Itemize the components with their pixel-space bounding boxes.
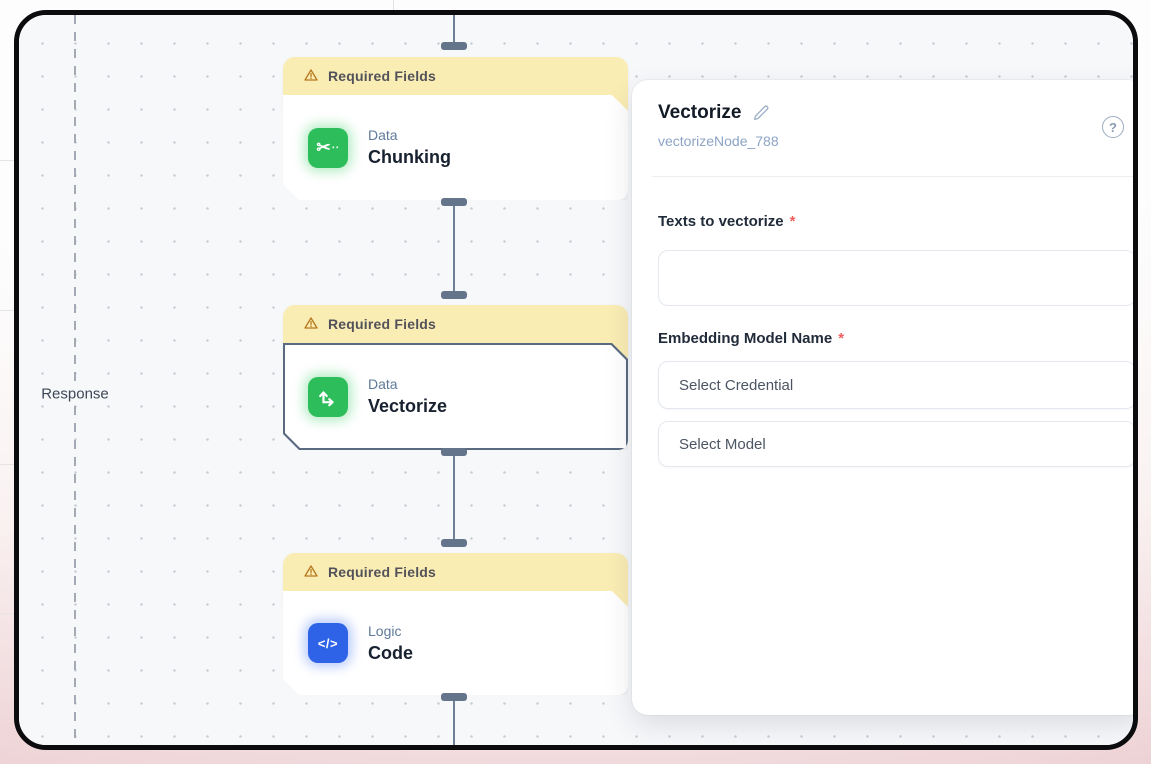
edit-pencil-icon[interactable] bbox=[752, 104, 770, 122]
node-vectorize[interactable]: Required Fields Data Vectorize bbox=[283, 305, 628, 450]
port-code-output[interactable] bbox=[441, 693, 467, 701]
banner-label: Required Fields bbox=[328, 564, 437, 580]
background-grid-line bbox=[393, 0, 394, 11]
node-title: Code bbox=[368, 642, 413, 663]
node-title: Chunking bbox=[368, 147, 451, 167]
node-card[interactable]: </> Logic Code bbox=[283, 591, 628, 695]
warning-triangle-icon bbox=[304, 565, 318, 577]
required-asterisk: * bbox=[838, 330, 845, 347]
node-code[interactable]: Required Fields </> Logic Code bbox=[283, 553, 628, 695]
port-vectorize-output[interactable] bbox=[441, 448, 467, 456]
response-guide-dashed-line bbox=[74, 15, 76, 745]
workflow-canvas[interactable]: Response Required Fields ✂∙∙ Data bbox=[19, 15, 1133, 745]
node-category: Logic bbox=[368, 622, 402, 639]
port-chunking-input[interactable] bbox=[441, 42, 467, 50]
panel-title: Vectorize bbox=[658, 102, 742, 123]
node-card[interactable]: ✂∙∙ Data Chunking bbox=[283, 95, 628, 200]
help-icon[interactable]: ? bbox=[1102, 116, 1124, 138]
node-category: Data bbox=[368, 127, 398, 143]
response-label: Response bbox=[36, 383, 114, 405]
port-chunking-output[interactable] bbox=[441, 198, 467, 206]
banner-label: Required Fields bbox=[328, 68, 437, 84]
code-brackets-icon: </> bbox=[308, 623, 348, 663]
app-frame: Response Required Fields ✂∙∙ Data bbox=[14, 10, 1138, 750]
edge-top-to-chunking bbox=[453, 15, 455, 44]
required-asterisk: * bbox=[789, 213, 796, 230]
vector-axes-icon bbox=[308, 377, 348, 417]
edge-vectorize-to-code bbox=[453, 453, 455, 542]
node-config-panel: Vectorize vectorizeNode_788 ? Texts to v… bbox=[632, 80, 1133, 715]
node-card-selected[interactable]: Data Vectorize bbox=[283, 343, 628, 450]
edge-chunking-to-vectorize bbox=[453, 202, 455, 294]
warning-triangle-icon bbox=[304, 69, 318, 81]
node-id-label: vectorizeNode_788 bbox=[658, 133, 779, 149]
port-vectorize-input[interactable] bbox=[441, 291, 467, 299]
background-grid-line bbox=[0, 613, 16, 614]
embedding-model-name-label: Embedding Model Name* bbox=[658, 330, 845, 347]
texts-to-vectorize-label: Texts to vectorize* bbox=[658, 213, 796, 230]
background-grid-line bbox=[0, 464, 16, 465]
credential-select[interactable]: Select Credential bbox=[658, 361, 1133, 409]
edge-code-to-bottom bbox=[453, 698, 455, 745]
model-select[interactable]: Select Model bbox=[658, 421, 1133, 467]
warning-triangle-icon bbox=[304, 317, 318, 329]
divider bbox=[652, 176, 1133, 177]
background-grid-line bbox=[0, 310, 16, 311]
node-chunking[interactable]: Required Fields ✂∙∙ Data Chunking bbox=[283, 57, 628, 200]
scissors-chunking-icon: ✂∙∙ bbox=[308, 128, 348, 168]
node-category: Data bbox=[368, 376, 398, 392]
node-title: Vectorize bbox=[368, 396, 448, 416]
background-grid-line bbox=[0, 160, 16, 161]
port-code-input[interactable] bbox=[441, 539, 467, 547]
banner-label: Required Fields bbox=[328, 316, 437, 332]
texts-to-vectorize-input[interactable] bbox=[658, 250, 1133, 306]
